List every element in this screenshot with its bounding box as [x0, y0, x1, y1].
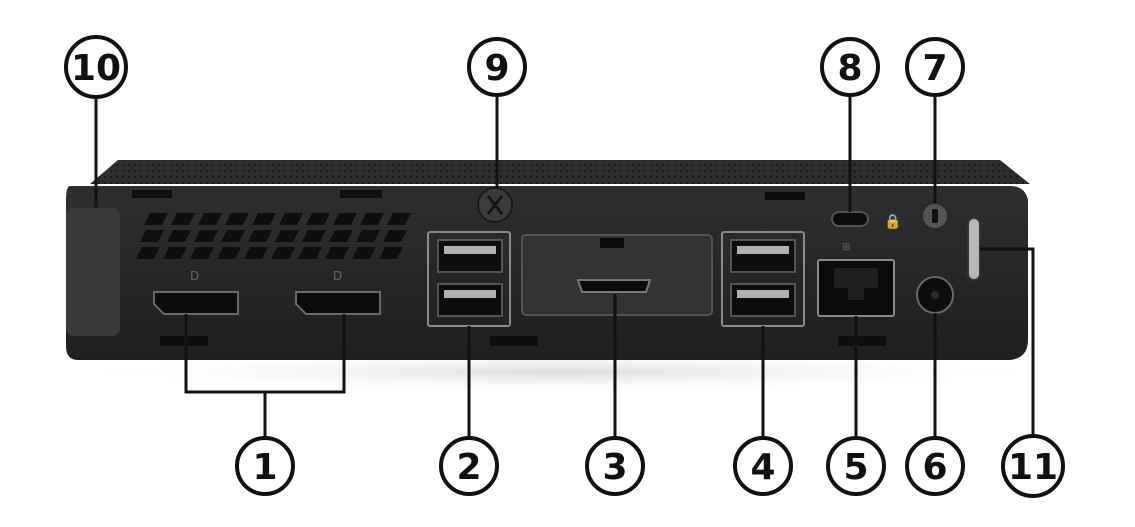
bottom-slot: [160, 336, 208, 346]
callout-label: 7: [922, 48, 947, 89]
ethernet-port[interactable]: ⊞: [817, 242, 895, 317]
callout-4: 4: [733, 436, 793, 496]
usb-ports-right[interactable]: [721, 231, 805, 327]
dp-logo-icon: D: [190, 269, 199, 283]
thumbscrew-grip-icon: [486, 195, 504, 215]
top-slot: [340, 190, 382, 198]
callout-10: 10: [64, 35, 128, 99]
callout-11: 11: [1001, 434, 1065, 498]
network-icon: ⊞: [842, 242, 850, 253]
callout-7: 7: [905, 37, 965, 97]
callout-label: 9: [484, 48, 509, 89]
callout-label: 10: [71, 48, 121, 89]
cover-release-latch[interactable]: [967, 217, 981, 281]
callout-label: 11: [1008, 447, 1058, 488]
bottom-slot: [490, 336, 538, 346]
callout-label: 3: [602, 447, 627, 488]
bottom-slot: [838, 336, 886, 346]
usb-ports-left[interactable]: [427, 231, 511, 327]
callout-5: 5: [826, 436, 886, 496]
top-slot: [132, 190, 172, 198]
callout-label: 8: [837, 48, 862, 89]
callout-3: 3: [585, 436, 645, 496]
callout-label: 5: [843, 447, 868, 488]
hdmi-module[interactable]: [521, 234, 713, 316]
callout-2: 2: [439, 436, 499, 496]
callout-label: 6: [922, 447, 947, 488]
callout-line-11: [980, 247, 1035, 438]
security-lock-slot[interactable]: [831, 211, 869, 227]
side-vent-slots: [136, 213, 411, 259]
left-bumper: [66, 208, 120, 336]
callout-8: 8: [820, 37, 880, 97]
callout-6: 6: [905, 436, 965, 496]
callout-lines: [94, 96, 1035, 442]
power-connector-pin: [931, 291, 939, 299]
callout-9: 9: [467, 37, 527, 97]
callout-label: 2: [456, 447, 481, 488]
lock-icon: 🔒: [884, 214, 901, 230]
displayport-1[interactable]: D: [153, 269, 239, 315]
top-vent-surface: [90, 160, 1030, 184]
dp-logo-icon: D: [333, 269, 342, 283]
callout-label: 1: [252, 447, 277, 488]
callout-label: 4: [750, 447, 775, 488]
callout-1: 1: [235, 436, 295, 496]
top-slot: [765, 192, 805, 200]
padlock-loop-hole: [932, 209, 938, 223]
floor-shadow: [40, 350, 1080, 394]
